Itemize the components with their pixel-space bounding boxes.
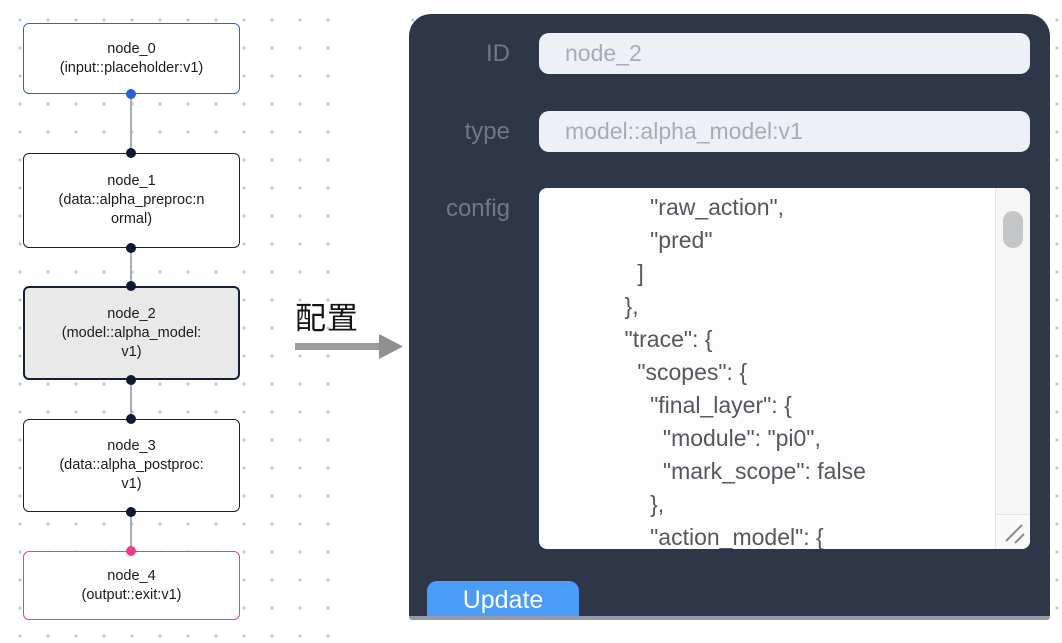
edge-node2-node3 <box>130 380 132 420</box>
port-node1-out[interactable] <box>126 243 136 253</box>
config-scrollbar-track[interactable] <box>995 188 1030 514</box>
config-label: config <box>445 195 510 222</box>
graph-node-node1[interactable]: node_1 (data::alpha_preproc:normal) <box>23 153 240 248</box>
node-subtitle: (data::alpha_postproc:v1) <box>59 457 204 492</box>
graph-node-node0[interactable]: node_0 (input::placeholder:v1) <box>23 23 240 94</box>
right-arrow-icon <box>295 334 403 359</box>
node-config-panel: ID type config "raw_action", "pred" ] },… <box>409 14 1050 620</box>
node-subtitle: (input::placeholder:v1) <box>59 59 204 76</box>
graph-node-node3[interactable]: node_3 (data::alpha_postproc:v1) <box>23 419 240 512</box>
node-title: node_4 <box>107 567 156 584</box>
node-subtitle: (output::exit:v1) <box>81 586 182 603</box>
type-label: type <box>464 118 510 145</box>
port-node4-in[interactable] <box>126 546 136 556</box>
config-json-text: "raw_action", "pred" ] }, "trace": { "sc… <box>624 194 866 549</box>
graph-node-node4[interactable]: node_4 (output::exit:v1) <box>23 551 240 620</box>
node-title: node_1 <box>107 173 156 189</box>
id-label: ID <box>486 40 510 67</box>
configure-label: 配置 <box>295 301 359 336</box>
port-node3-in[interactable] <box>126 414 136 424</box>
node-subtitle: (model::alpha_model:v1) <box>61 324 202 360</box>
type-input[interactable] <box>539 111 1030 152</box>
edge-node1-node2 <box>130 248 132 287</box>
port-node2-in[interactable] <box>126 281 136 291</box>
config-scrollbar-thumb[interactable] <box>1003 211 1023 248</box>
port-node2-out[interactable] <box>126 375 136 385</box>
port-node3-out[interactable] <box>126 507 136 517</box>
resize-grip-icon <box>1005 524 1025 544</box>
edge-node3-node4 <box>130 512 132 552</box>
node-title: node_0 <box>107 40 156 57</box>
node-subtitle: (data::alpha_preproc:normal) <box>58 192 205 227</box>
id-input[interactable] <box>539 33 1030 74</box>
port-node1-in[interactable] <box>126 148 136 158</box>
update-button[interactable]: Update <box>427 581 579 616</box>
resize-handle[interactable] <box>995 514 1030 549</box>
node-title: node_2 <box>107 305 156 322</box>
node-title: node_3 <box>107 438 156 454</box>
graph-node-node2-selected[interactable]: node_2 (model::alpha_model:v1) <box>23 286 240 380</box>
config-textarea[interactable]: "raw_action", "pred" ] }, "trace": { "sc… <box>539 188 1030 549</box>
port-node0-out[interactable] <box>126 89 136 99</box>
edge-node0-node1 <box>130 94 132 154</box>
